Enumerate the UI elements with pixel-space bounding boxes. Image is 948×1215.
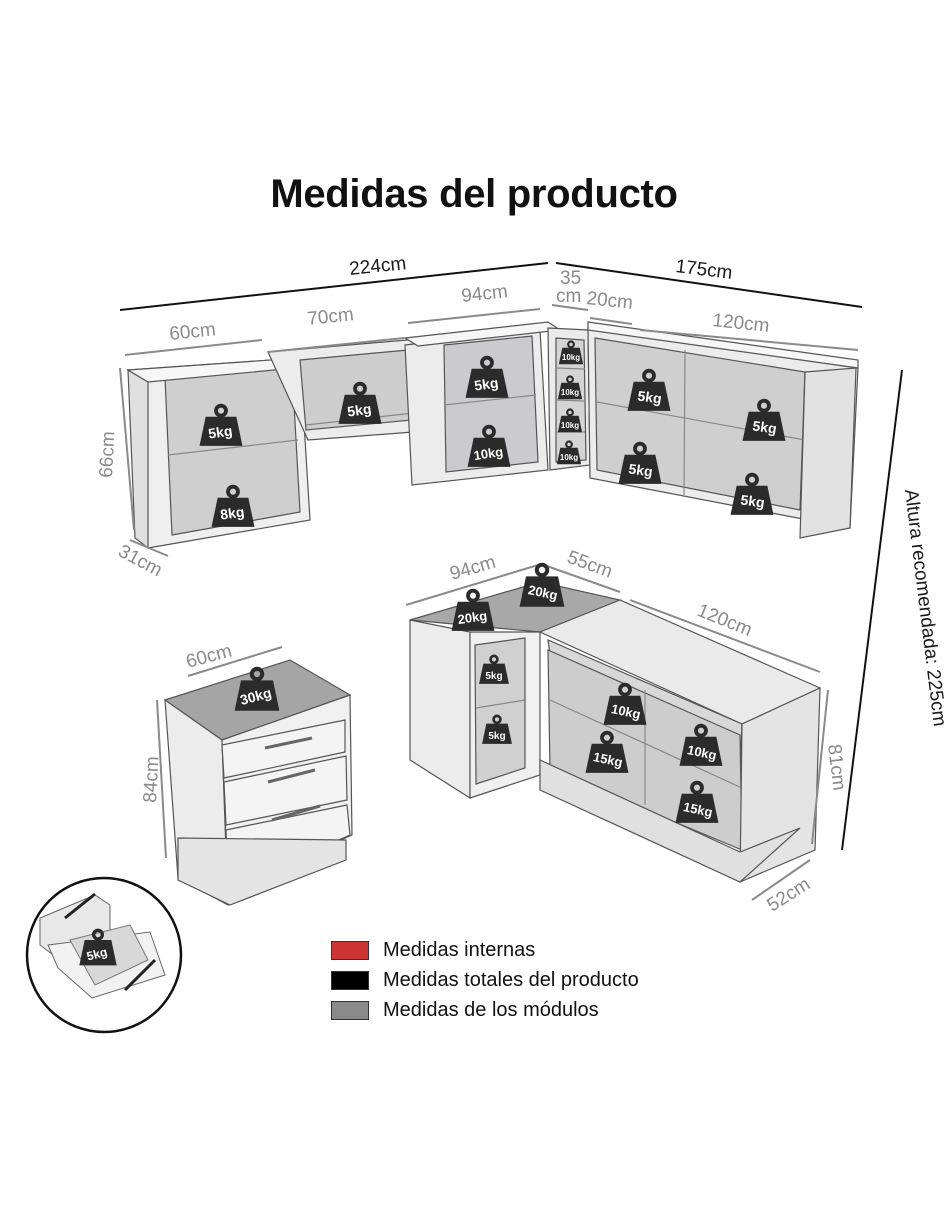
weight-icon: 30kg: [233, 666, 281, 713]
dim-upper-35a: 35: [560, 268, 581, 289]
weight-icon: 5kg: [337, 381, 383, 426]
svg-text:10kg: 10kg: [610, 701, 642, 722]
legend-swatch-black: [331, 970, 369, 990]
dim-upper-depth: 31cm: [115, 541, 166, 581]
legend-label: Medidas de los módulos: [383, 998, 599, 1021]
dim-upper-60: 60cm: [168, 319, 216, 345]
dim-lower-height: 81cm: [823, 743, 850, 792]
svg-text:15kg: 15kg: [592, 749, 624, 770]
dim-upper-120: 120cm: [711, 310, 770, 337]
weight-icon: 5kg: [481, 714, 513, 746]
weight-icon: 10kg: [556, 440, 582, 466]
dim-lower-corner-depth: 55cm: [564, 547, 615, 583]
weight-icon: 10kg: [557, 408, 583, 434]
svg-text:5kg: 5kg: [346, 400, 372, 419]
svg-text:10kg: 10kg: [561, 421, 579, 430]
legend: Medidas internas Medidas totales del pro…: [331, 935, 639, 1025]
upper-dimension-lines: [119, 262, 903, 851]
dim-upper-70: 70cm: [306, 304, 354, 330]
weight-icon: 5kg: [478, 654, 510, 686]
weight-icon: 10kg: [678, 723, 724, 768]
weight-icon: 8kg: [210, 484, 256, 529]
weight-icon: 10kg: [602, 682, 648, 727]
drawer-cabinet: [163, 659, 353, 907]
legend-swatch-red: [331, 940, 369, 960]
svg-text:10kg: 10kg: [561, 388, 579, 397]
svg-text:10kg: 10kg: [686, 742, 718, 763]
weight-icon: 5kg: [464, 355, 510, 400]
legend-label: Medidas internas: [383, 938, 536, 961]
weight-icon: 20kg: [450, 588, 496, 633]
dim-upper-35b: cm: [556, 286, 581, 307]
legend-item-modules: Medidas de los módulos: [331, 995, 639, 1025]
weight-icon: 10kg: [558, 340, 584, 366]
weight-icon: 5kg: [626, 368, 672, 413]
legend-item-total: Medidas totales del producto: [331, 965, 639, 995]
dim-drawer-width: 60cm: [184, 641, 234, 673]
dim-upper-total-width: 224cm: [348, 253, 407, 280]
weight-icon: 5kg: [729, 472, 775, 517]
weight-icons: 5kg 8kg 5kg 5kg 10kg 10kg 10kg 10kg 10kg…: [78, 340, 787, 967]
svg-text:5kg: 5kg: [637, 387, 663, 406]
svg-text:20kg: 20kg: [457, 608, 488, 627]
svg-text:8kg: 8kg: [219, 503, 245, 522]
weight-icon: 10kg: [557, 375, 583, 401]
svg-text:5kg: 5kg: [628, 460, 654, 479]
weight-icon: 5kg: [198, 403, 244, 448]
dim-upper-94: 94cm: [460, 281, 508, 307]
dim-upper-20: 20cm: [585, 288, 633, 314]
svg-text:5kg: 5kg: [488, 731, 505, 742]
weight-icon: 15kg: [674, 780, 720, 825]
weight-icon: 15kg: [584, 730, 630, 775]
legend-item-internal: Medidas internas: [331, 935, 639, 965]
svg-text:10kg: 10kg: [560, 453, 578, 462]
legend-label: Medidas totales del producto: [383, 968, 639, 991]
svg-text:5kg: 5kg: [473, 374, 499, 393]
weight-icon: 10kg: [466, 424, 512, 469]
svg-text:15kg: 15kg: [682, 799, 714, 820]
weight-icon: 20kg: [518, 562, 566, 609]
svg-text:20kg: 20kg: [527, 582, 559, 603]
dim-height-recommended: Altura recomendada: 225cm: [900, 488, 948, 727]
svg-text:5kg: 5kg: [85, 945, 109, 964]
lower-cabinets: [409, 581, 822, 883]
svg-text:5kg: 5kg: [740, 491, 766, 510]
weight-icon: 5kg: [78, 928, 118, 967]
page-title: Medidas del producto: [270, 172, 678, 216]
legend-swatch-gray: [331, 1000, 369, 1020]
dim-lower-depth: 52cm: [764, 874, 815, 916]
dim-upper-height: 66cm: [96, 431, 119, 479]
weight-icon: 5kg: [741, 398, 787, 443]
svg-text:10kg: 10kg: [562, 353, 580, 362]
svg-text:5kg: 5kg: [752, 417, 778, 436]
svg-text:30kg: 30kg: [238, 684, 273, 708]
svg-text:10kg: 10kg: [473, 444, 504, 463]
dim-upper-total-side: 175cm: [674, 256, 733, 284]
svg-text:5kg: 5kg: [485, 671, 502, 682]
svg-text:5kg: 5kg: [207, 422, 233, 441]
dim-drawer-height: 84cm: [140, 756, 163, 804]
weight-icon: 5kg: [617, 441, 663, 486]
